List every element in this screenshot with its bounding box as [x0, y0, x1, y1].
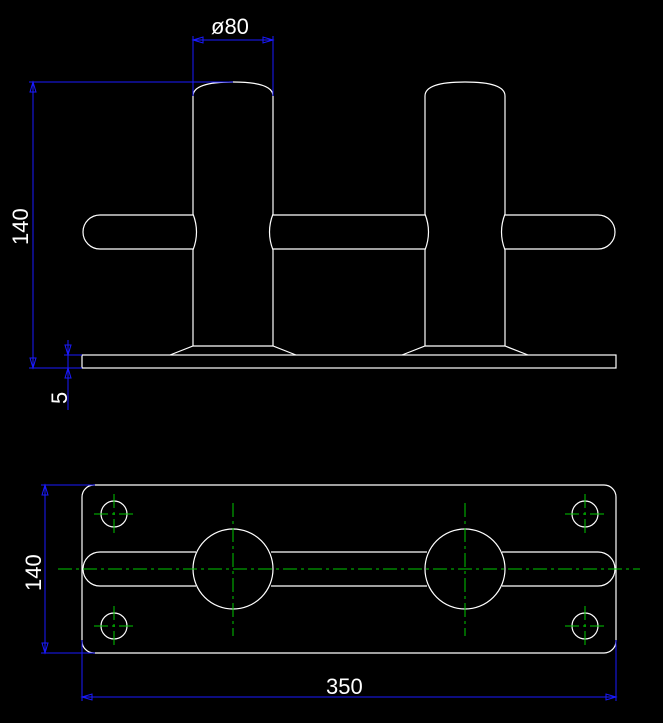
front-crossbar-middle: [273, 214, 425, 250]
dim-width-arrows: [41, 483, 49, 655]
front-left-post-flange: [169, 345, 297, 356]
front-crossbar-left-end: [82, 214, 193, 250]
dim-diameter-label: ø80: [211, 14, 249, 39]
front-dimensions: ø80 140 5: [8, 14, 275, 410]
dim-plate-lines: [64, 340, 82, 410]
dim-diameter-lines: [192, 36, 274, 96]
front-crossbar-right-end: [505, 214, 616, 250]
top-dimensions: 140 350: [21, 483, 618, 701]
dim-length-arrows: [80, 693, 618, 701]
dim-length-label: 350: [326, 674, 363, 699]
top-crossbar-middle: [271, 551, 427, 587]
dim-height-lines: [29, 81, 233, 369]
dim-height-arrows: [29, 80, 37, 370]
bolt-tl-centerlines: [94, 494, 134, 534]
dim-length-lines: [81, 640, 617, 701]
dim-plate-label: 5: [47, 392, 72, 404]
front-left-post: [192, 81, 274, 346]
dim-width-lines: [41, 484, 95, 654]
bolt-tr-centerlines: [565, 494, 605, 534]
front-right-post: [424, 81, 506, 346]
bolt-bl-centerlines: [94, 606, 134, 646]
dim-plate-arrows: [64, 344, 72, 379]
dim-diameter-arrows: [191, 36, 275, 44]
front-view: [81, 81, 617, 369]
front-right-post-flange: [401, 345, 529, 356]
front-base-plate: [81, 354, 617, 369]
bolt-br-centerlines: [565, 606, 605, 646]
dim-height-label: 140: [8, 208, 33, 245]
dim-width-label: 140: [21, 554, 46, 591]
centerlines: [58, 494, 640, 646]
